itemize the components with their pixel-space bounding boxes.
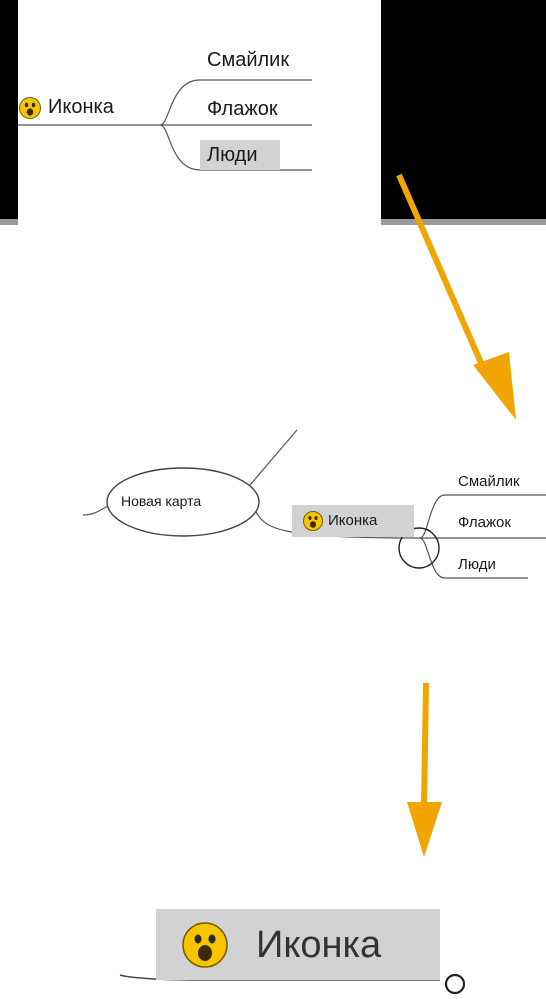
central-topic-ellipse[interactable] bbox=[106, 467, 260, 537]
top-panel-lines bbox=[18, 79, 312, 171]
central-topic-label: Новая карта bbox=[121, 493, 202, 509]
collapse-circle-icon[interactable] bbox=[444, 973, 466, 995]
middle-panel-lines bbox=[82, 429, 546, 579]
mindmap-snippet-top bbox=[18, 0, 381, 236]
arrow-icon bbox=[407, 682, 442, 857]
middle-child-people[interactable]: Люди bbox=[458, 556, 496, 573]
smiley-icon bbox=[19, 97, 41, 119]
middle-child-flag[interactable]: Флажок bbox=[458, 514, 511, 531]
zoomed-icon-node-label: Иконка bbox=[256, 924, 382, 966]
smiley-icon bbox=[182, 922, 228, 968]
collapse-circle-icon[interactable] bbox=[398, 527, 440, 569]
middle-icon-node[interactable]: Иконка bbox=[292, 505, 414, 537]
middle-child-smile[interactable]: Смайлик bbox=[458, 473, 520, 490]
top-child-people-selected[interactable]: Люди bbox=[200, 140, 280, 170]
top-child-flag[interactable]: Флажок bbox=[207, 98, 278, 120]
smiley-icon bbox=[303, 511, 323, 531]
bottom-panel-lines bbox=[119, 974, 440, 981]
top-child-smile[interactable]: Смайлик bbox=[207, 49, 290, 71]
arrow-icon bbox=[396, 173, 516, 420]
zoomed-icon-node[interactable]: Иконка bbox=[156, 909, 440, 980]
top-root-label: Иконка bbox=[48, 96, 114, 118]
middle-icon-node-label: Иконка bbox=[328, 512, 378, 529]
